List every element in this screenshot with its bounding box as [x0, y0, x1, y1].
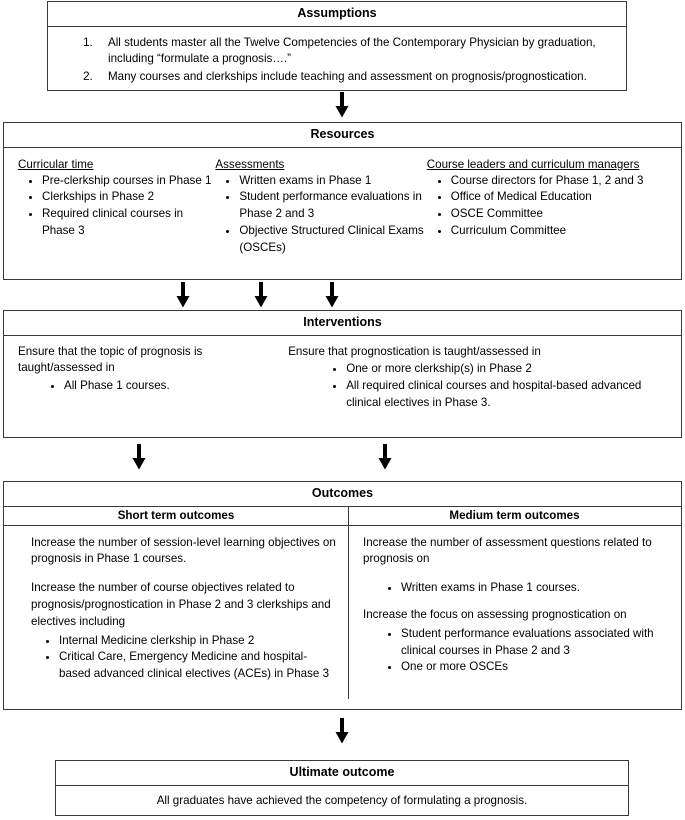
list-item: Written exams in Phase 1	[239, 173, 426, 190]
list-item: Objective Structured Clinical Exams (OSC…	[239, 223, 426, 257]
outcomes-title: Outcomes	[4, 482, 681, 507]
bullet-list: Pre-clerkship courses in Phase 1 Clerksh…	[18, 173, 215, 240]
down-arrow-icon	[254, 282, 268, 308]
bullet-list: One or more clerkship(s) in Phase 2 All …	[288, 361, 666, 411]
medium-term-outcomes-cell: Increase the number of assessment questi…	[349, 526, 680, 699]
resources-column-course-leaders: Course leaders and curriculum managers C…	[427, 158, 681, 240]
resources-body: Curricular time Pre-clerkship courses in…	[4, 148, 681, 263]
list-item: Required clinical courses in Phase 3	[42, 206, 215, 240]
resources-column-assessments: Assessments Written exams in Phase 1 Stu…	[215, 158, 426, 257]
list-item: One or more clerkship(s) in Phase 2	[346, 361, 666, 378]
bullet-list: Course directors for Phase 1, 2 and 3 Of…	[427, 173, 681, 240]
down-arrow-icon	[378, 444, 392, 470]
list-item: Pre-clerkship courses in Phase 1	[42, 173, 215, 190]
list-item: Critical Care, Emergency Medicine and ho…	[59, 649, 336, 683]
paragraph: Increase the number of session-level lea…	[31, 535, 336, 566]
lead-text: Ensure that prognostication is taught/as…	[288, 344, 541, 358]
list-item: Internal Medicine clerkship in Phase 2	[59, 633, 336, 650]
down-arrow-icon	[325, 282, 339, 308]
medium-term-outcomes-header: Medium term outcomes	[449, 508, 580, 522]
list-item: Course directors for Phase 1, 2 and 3	[451, 173, 681, 190]
resources-column-curricular-time: Curricular time Pre-clerkship courses in…	[4, 158, 215, 240]
interventions-column-right: Ensure that prognostication is taught/as…	[288, 344, 681, 412]
assumptions-list: All students master all the Twelve Compe…	[62, 35, 612, 85]
list-item: One or more OSCEs	[401, 659, 672, 676]
paragraph: Increase the focus on assessing prognost…	[363, 608, 627, 622]
list-item: Written exams in Phase 1 courses.	[401, 580, 672, 597]
list-item: Curriculum Committee	[451, 223, 681, 240]
ultimate-outcome-text: All graduates have achieved the competen…	[156, 793, 528, 807]
column-heading: Curricular time	[18, 157, 94, 171]
interventions-box: Interventions Ensure that the topic of p…	[3, 310, 682, 438]
list-item: All required clinical courses and hospit…	[346, 378, 666, 412]
list-item: Clerkships in Phase 2	[42, 189, 215, 206]
down-arrow-icon	[132, 444, 146, 470]
outcomes-box: Outcomes Short term outcomes Medium term…	[3, 481, 682, 710]
bullet-list: Internal Medicine clerkship in Phase 2 C…	[31, 633, 336, 683]
short-term-outcomes-header: Short term outcomes	[4, 506, 349, 525]
bullet-list: Written exams in Phase 1 Student perform…	[215, 173, 426, 257]
down-arrow-icon	[335, 718, 349, 744]
outcomes-subheader-row: Short term outcomes Medium term outcomes	[4, 506, 681, 526]
resources-title: Resources	[4, 123, 681, 148]
outcomes-columns: Increase the number of session-level lea…	[4, 525, 681, 699]
column-heading: Assessments	[215, 157, 285, 171]
list-item: OSCE Committee	[451, 206, 681, 223]
interventions-body: Ensure that the topic of prognosis is ta…	[4, 336, 681, 418]
down-arrow-icon	[335, 92, 349, 118]
bullet-list: Written exams in Phase 1 courses.	[363, 580, 672, 597]
ultimate-outcome-box: Ultimate outcome All graduates have achi…	[55, 760, 629, 816]
assumptions-box: Assumptions All students master all the …	[47, 1, 627, 91]
ultimate-outcome-title: Ultimate outcome	[56, 761, 628, 786]
short-term-outcomes-cell: Increase the number of session-level lea…	[4, 525, 349, 699]
interventions-title: Interventions	[4, 311, 681, 336]
lead-text: Ensure that the topic of prognosis is ta…	[18, 344, 203, 375]
column-heading: Course leaders and curriculum managers	[426, 157, 640, 171]
assumptions-body: All students master all the Twelve Compe…	[48, 27, 626, 92]
assumptions-title: Assumptions	[48, 2, 626, 27]
list-item: Student performance evaluations in Phase…	[239, 189, 426, 223]
resources-box: Resources Curricular time Pre-clerkship …	[3, 122, 682, 280]
down-arrow-icon	[176, 282, 190, 308]
list-item: All students master all the Twelve Compe…	[96, 35, 612, 68]
interventions-column-left: Ensure that the topic of prognosis is ta…	[4, 344, 288, 395]
list-item: All Phase 1 courses.	[64, 378, 288, 395]
bullet-list: All Phase 1 courses.	[18, 378, 288, 395]
bullet-list: Student performance evaluations associat…	[363, 626, 672, 676]
list-item: Office of Medical Education	[451, 189, 681, 206]
paragraph: Increase the number of assessment questi…	[363, 535, 652, 566]
paragraph: Increase the number of course objectives…	[31, 581, 331, 628]
list-item: Student performance evaluations associat…	[401, 626, 672, 660]
list-item: Many courses and clerkships include teac…	[96, 69, 612, 85]
